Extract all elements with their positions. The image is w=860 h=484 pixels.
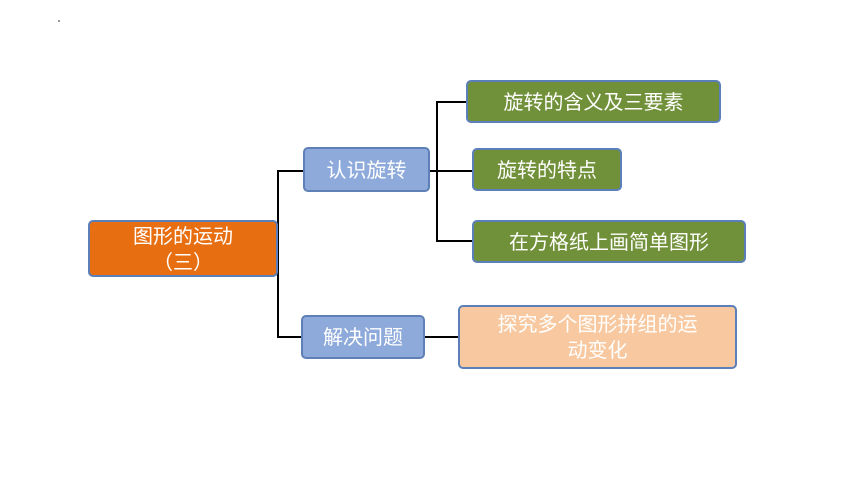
branch-label: 认识旋转 [326,157,407,182]
branch-label: 解决问题 [323,325,403,349]
connector-to-branch-1 [277,170,303,172]
connector-main-vertical [277,170,279,338]
root-node: 图形的运动 （三） [88,220,278,277]
leaf-label-line2: 动变化 [567,338,628,362]
leaf-label: 在方格纸上画简单图形 [509,229,709,254]
leaf-label: 旋转的含义及三要素 [503,89,684,114]
connector-to-branch-2 [277,336,301,338]
leaf-node-meaning: 旋转的含义及三要素 [466,80,721,123]
corner-dot [58,20,60,22]
connector-to-leaf-3 [436,240,472,242]
leaf-label: 旋转的特点 [497,157,597,182]
connector-to-leaf-2 [436,170,472,172]
leaf-label-line1: 探究多个图形拼组的运 [497,312,698,336]
leaf-node-grid-drawing: 在方格纸上画简单图形 [472,220,746,263]
branch-node-recognize-rotation: 认识旋转 [303,147,430,192]
leaf-node-combination: 探究多个图形拼组的运 动变化 [458,305,737,369]
connector-to-leaf-1 [436,101,466,103]
leaf-node-characteristics: 旋转的特点 [472,148,622,191]
connector-branch1-out [430,170,438,172]
branch-node-solve-problems: 解决问题 [301,315,425,359]
root-title-line2: （三） [153,249,213,274]
connector-branch2-to-leaf [425,336,458,338]
root-title-line1: 图形的运动 [133,223,233,248]
